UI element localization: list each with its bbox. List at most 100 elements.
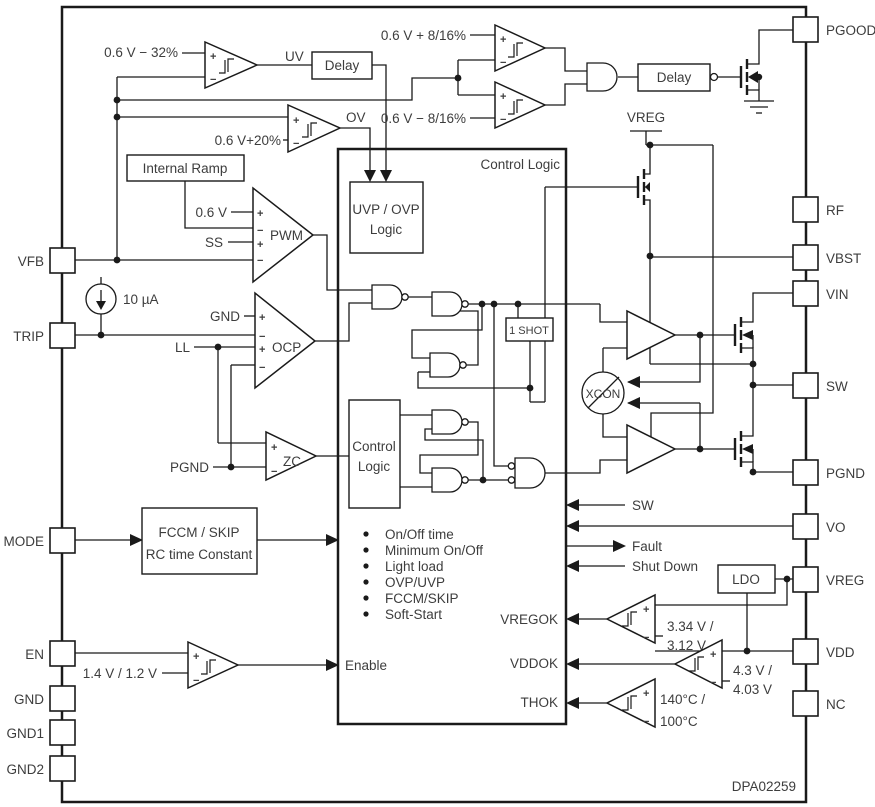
low-side-driver [626, 423, 677, 475]
and-gate-inverted-inputs [507, 457, 546, 489]
plus-sign: + [500, 34, 506, 46]
feature-list: On/Off time Minimum On/Off Light load OV… [363, 527, 483, 622]
pin-label-gnd1: GND1 [6, 726, 44, 741]
delay-label: Delay [657, 70, 692, 85]
vreg-rail-label: VREG [627, 110, 665, 125]
nand-gate-1 [371, 284, 409, 310]
ocp-gnd-label: GND [210, 309, 240, 324]
pin-nc [792, 690, 819, 717]
pins-left: VFB TRIP MODE EN GND GND1 GND2 [4, 247, 76, 782]
ov-arrow [364, 170, 376, 182]
plus-sign: + [643, 604, 649, 616]
ov-out-label: OV [346, 110, 366, 125]
uvp-ovp-label-1: UVP / OVP [352, 202, 419, 217]
plus-sign: + [210, 51, 216, 63]
pins-right: PGOOD RF VBST VIN SW PGND VO VREG VDD NC [792, 16, 875, 717]
high-side-driver [626, 309, 677, 361]
internal-ramp-label: Internal Ramp [143, 161, 228, 176]
pin-label-gnd2: GND2 [6, 762, 44, 777]
plus-sign: + [293, 115, 299, 127]
feature-item: Minimum On/Off [385, 543, 483, 558]
feature-item: Soft-Start [385, 607, 442, 622]
minus-sign: − [643, 632, 649, 644]
ocp-label: OCP [272, 340, 301, 355]
minus-sign: − [643, 716, 649, 728]
vregok-comparator: + − VREGOK 3.34 V / 3.12 V [500, 593, 714, 653]
pin-gnd2 [49, 755, 76, 782]
en-comparator: + − 1.4 V / 1.2 V Enable [83, 640, 387, 690]
pin-label-vo: VO [826, 520, 846, 535]
current-source-10ua: 10 µA [85, 283, 159, 315]
ovp-high-comparator: + − 0.6 V + 8/16% [381, 23, 547, 73]
pin-label-nc: NC [826, 697, 846, 712]
one-shot-label: 1 SHOT [509, 325, 549, 337]
minus-sign: − [257, 225, 263, 237]
control-logic-title: Control Logic [480, 157, 560, 172]
pin-label-gnd: GND [14, 692, 44, 707]
ov-comparator: + − 0.6 V+20% OV [215, 103, 366, 154]
pgood-delay-block: Delay [637, 63, 719, 92]
pin-gnd1 [49, 719, 76, 746]
one-shot-block: 1 SHOT [505, 317, 554, 342]
ovp-low-ref-label: 0.6 V − 8/16% [381, 111, 466, 126]
pwm-ref-label: 0.6 V [195, 205, 227, 220]
minus-sign: − [193, 675, 199, 687]
ovp-high-ref-label: 0.6 V + 8/16% [381, 28, 466, 43]
pin-mode [49, 527, 76, 554]
pin-trip [49, 322, 76, 349]
plus-sign: + [259, 312, 265, 324]
zc-comparator: + − ZC PGND [170, 430, 318, 482]
pin-label-rf: RF [826, 203, 844, 218]
vregok-ref-1: 3.34 V / [667, 619, 714, 634]
minus-sign: − [293, 138, 299, 150]
nand-gate-5 [431, 467, 469, 493]
junction-dots [97, 74, 791, 655]
vddok-ref-1: 4.3 V / [733, 663, 772, 678]
plus-sign: + [259, 344, 265, 356]
minus-sign: − [259, 331, 265, 343]
uv-arrow [380, 170, 392, 182]
current-source-label: 10 µA [123, 292, 159, 307]
pin-label-vfb: VFB [18, 254, 44, 269]
ground-symbol [744, 100, 774, 114]
inner-logic-label-1: Control [352, 439, 396, 454]
part-number: DPA02259 [732, 779, 796, 794]
uv-out-label: UV [285, 49, 304, 64]
pwm-ss-label: SS [205, 235, 223, 250]
uv-delay-block: Delay [311, 51, 373, 80]
pin-vbst [792, 244, 819, 271]
minus-sign: − [210, 74, 216, 86]
pin-label-vbst: VBST [826, 251, 861, 266]
internal-ramp-block: Internal Ramp [126, 154, 245, 182]
pin-label-sw: SW [826, 379, 848, 394]
pin-label-trip: TRIP [13, 329, 44, 344]
pin-en [49, 640, 76, 667]
vddok-comparator: + − VDDOK 4.3 V / 4.03 V [510, 638, 772, 697]
vregok-ref-2: 3.12 V [667, 638, 706, 653]
uvp-ovp-logic-block: UVP / OVP Logic [349, 181, 424, 254]
pin-vreg [792, 566, 819, 593]
high-side-mosfet [733, 317, 753, 353]
pin-label-vdd: VDD [826, 645, 855, 660]
pwm-comparator: + − + − PWM 0.6 V SS [195, 186, 315, 284]
minus-sign: − [710, 677, 716, 689]
feature-item: OVP/UVP [385, 575, 445, 590]
shutdown-signal-label: Shut Down [632, 559, 698, 574]
inner-logic-label-2: Logic [358, 459, 391, 474]
pin-sw [792, 372, 819, 399]
ovp-low-comparator: + − 0.6 V − 8/16% [381, 80, 547, 130]
pin-label-vin: VIN [826, 287, 849, 302]
fccm-skip-block: FCCM / SKIP RC time Constant [130, 507, 339, 575]
nand-gate-3 [429, 352, 467, 378]
thok-ref-1: 140°C / [660, 692, 705, 707]
plus-sign: + [193, 651, 199, 663]
minus-sign: − [500, 114, 506, 126]
feature-item: Light load [385, 559, 444, 574]
minus-sign: − [259, 362, 265, 374]
signal-stubs: SW Fault Shut Down [566, 498, 698, 574]
chip-outline [60, 5, 808, 804]
uvp-ovp-label-2: Logic [370, 222, 403, 237]
pin-pgood [792, 16, 819, 43]
